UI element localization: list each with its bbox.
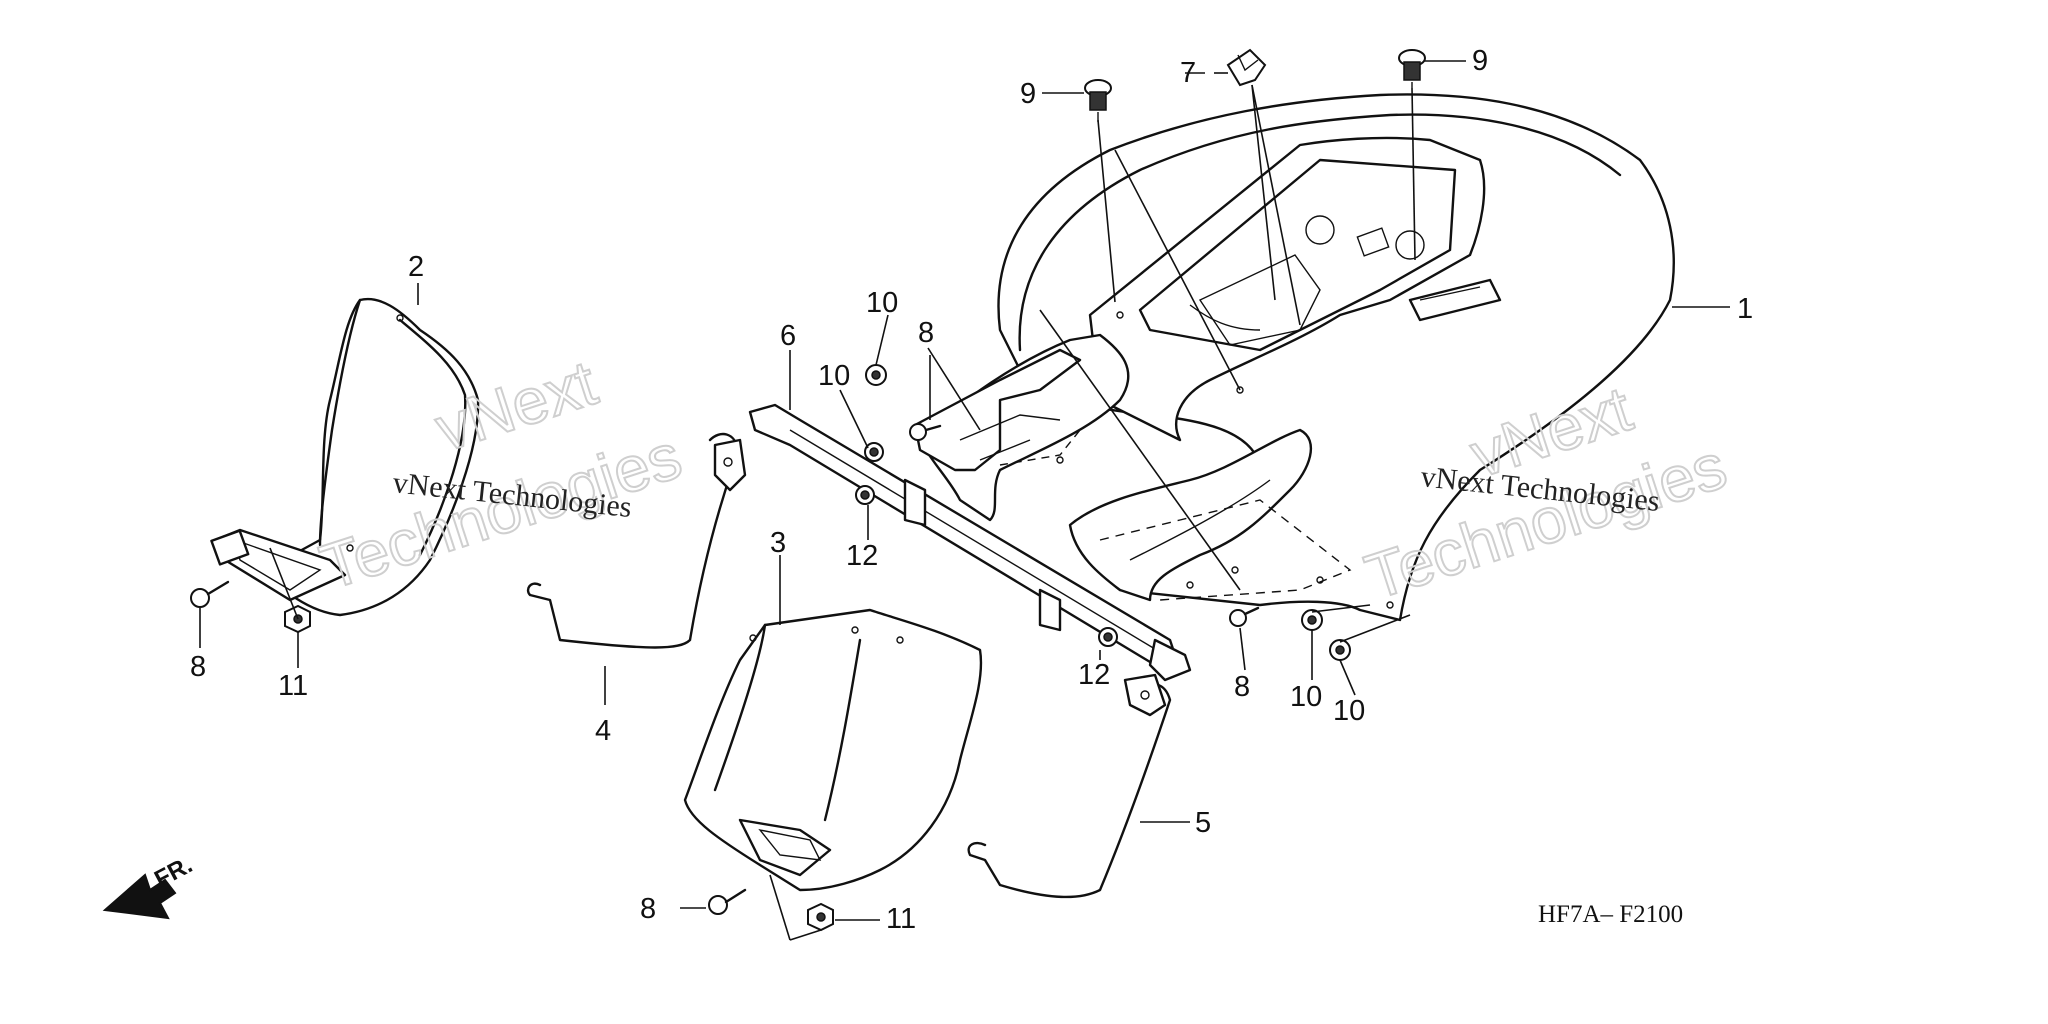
label-part-10-a: 10 — [866, 287, 898, 319]
right-mudguard — [683, 608, 983, 892]
label-part-5: 5 — [1195, 807, 1211, 839]
grommet-9-right — [1398, 49, 1426, 88]
screw-10-b — [864, 442, 884, 462]
part-labels: 1 2 3 4 5 6 7 9 9 10 8 10 12 12 8 10 10 … — [190, 45, 1753, 935]
label-part-11-left: 11 — [278, 670, 308, 702]
right-stay — [967, 673, 1172, 899]
label-part-10-d: 10 — [1333, 695, 1365, 727]
label-part-2: 2 — [408, 251, 424, 283]
left-mudguard — [210, 297, 480, 617]
screw-10-d — [1329, 639, 1351, 661]
front-arrow-icon — [102, 873, 177, 920]
nut-11-right — [807, 902, 834, 932]
screw-10-c — [1301, 609, 1323, 631]
label-part-11-right: 11 — [886, 903, 916, 935]
label-part-8-d: 8 — [640, 893, 656, 925]
label-part-3: 3 — [770, 527, 786, 559]
label-part-8-c: 8 — [190, 651, 206, 683]
bolt-8-c — [190, 580, 230, 608]
clip-7 — [1226, 48, 1267, 87]
collar-12-a — [855, 485, 875, 505]
label-part-8-a: 8 — [918, 317, 934, 349]
front-direction-indicator: FR. — [102, 851, 197, 920]
label-part-10-b: 10 — [818, 360, 850, 392]
label-part-9-right: 9 — [1472, 45, 1488, 77]
label-part-9-left: 9 — [1020, 78, 1036, 110]
figure-code: HF7A– F2100 — [1538, 901, 1683, 928]
label-part-10-c: 10 — [1290, 681, 1322, 713]
leader-lines — [199, 60, 1730, 941]
collar-12-b — [1098, 627, 1118, 647]
label-part-6: 6 — [780, 320, 796, 352]
label-part-12-a: 12 — [846, 540, 878, 572]
screw-10-a — [865, 364, 887, 386]
label-part-4: 4 — [595, 715, 611, 747]
hardware — [190, 48, 1426, 932]
bolt-8-d — [708, 888, 747, 915]
label-part-1: 1 — [1737, 293, 1753, 325]
label-part-8-b: 8 — [1234, 671, 1250, 703]
nut-11-left — [284, 604, 311, 634]
bolt-8-a — [909, 423, 942, 441]
label-part-7: 7 — [1180, 57, 1196, 89]
cross-pipe — [748, 403, 1192, 682]
left-stay — [526, 432, 747, 649]
label-part-12-b: 12 — [1078, 659, 1110, 691]
grommet-9-left — [1084, 79, 1112, 122]
rear-fender — [913, 93, 1675, 622]
bolt-8-b — [1229, 606, 1260, 627]
